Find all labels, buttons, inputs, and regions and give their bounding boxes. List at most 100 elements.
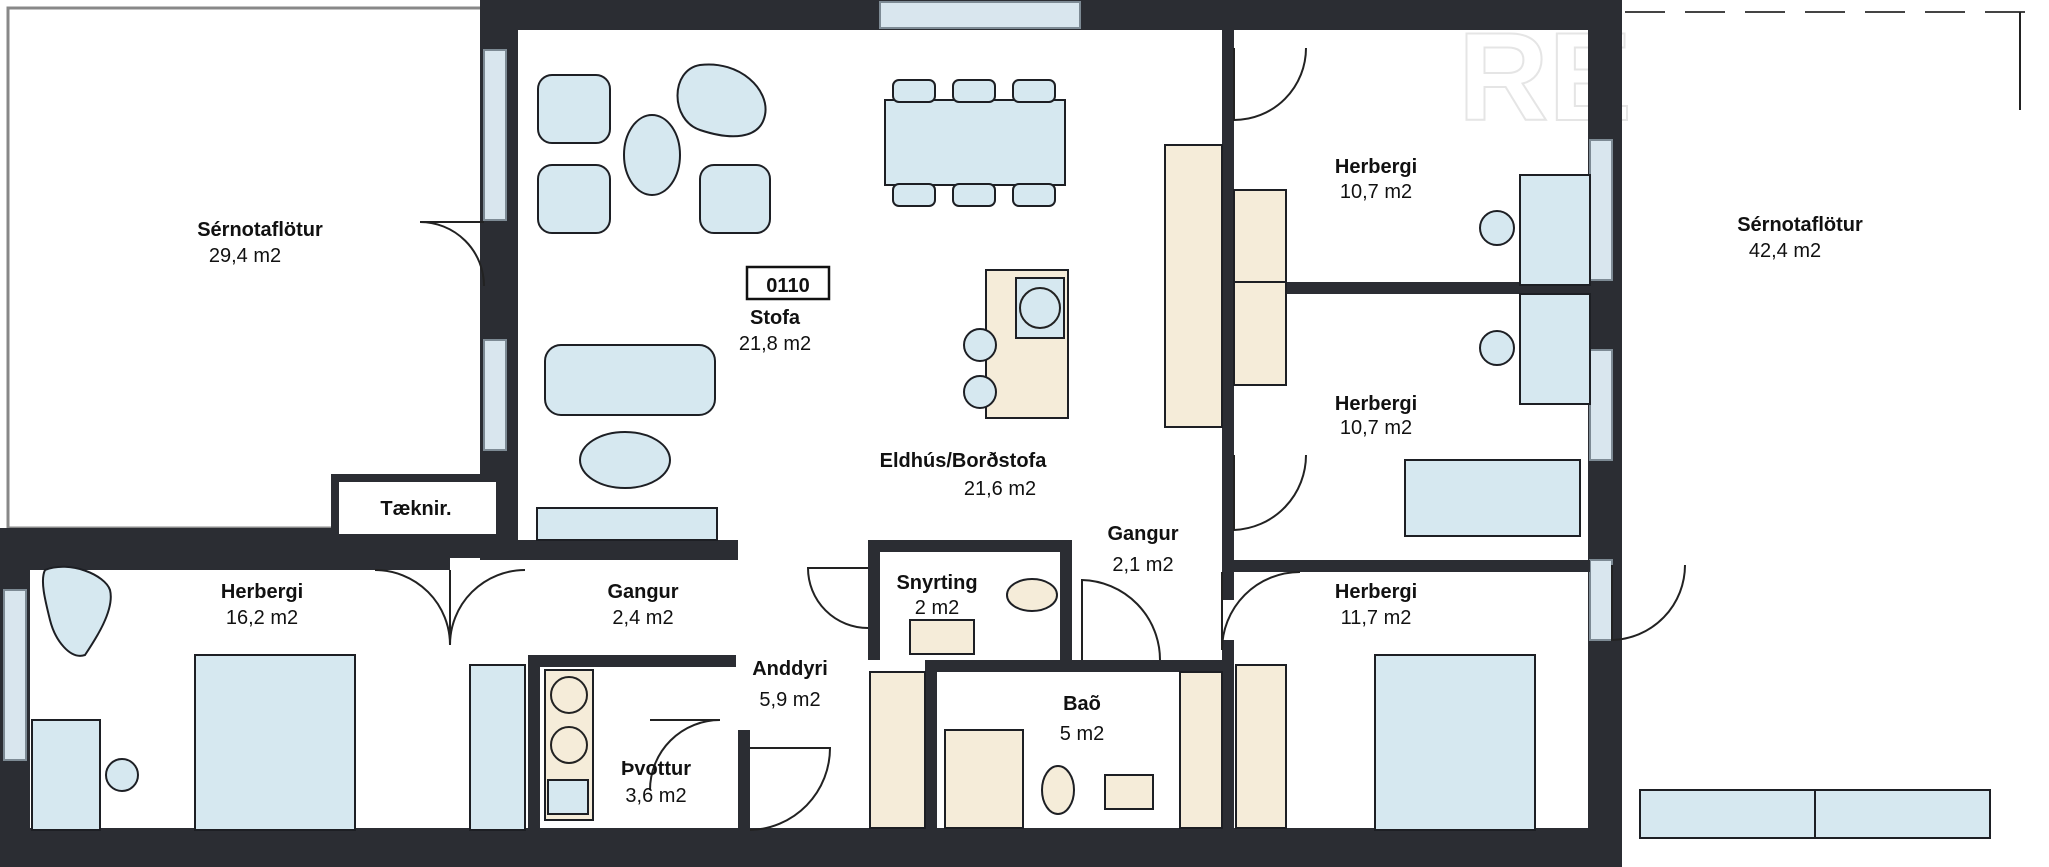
chair xyxy=(41,565,112,657)
bar-stool xyxy=(963,328,997,362)
door-terrace-right xyxy=(1611,564,1686,642)
armchair xyxy=(699,164,771,234)
room-area: 42,4 m2 xyxy=(1749,240,1821,262)
room-name: Herbergi xyxy=(1335,156,1417,178)
bed-bedroom2 xyxy=(1404,459,1581,537)
wc-sink xyxy=(909,619,975,655)
technical-room xyxy=(331,474,504,542)
wardrobe xyxy=(1235,664,1287,829)
plant xyxy=(1479,330,1515,366)
dining-chair xyxy=(1012,183,1056,207)
shower xyxy=(944,729,1024,829)
double-bed xyxy=(1374,654,1536,831)
dining-table xyxy=(884,99,1066,186)
room-name: Gangur xyxy=(1107,523,1178,545)
tv-unit xyxy=(536,507,718,541)
bath-vanity xyxy=(1179,671,1223,829)
room-name: Gangur xyxy=(607,581,678,603)
plant xyxy=(1479,210,1515,246)
kitchen-counter xyxy=(1164,144,1223,428)
window-bedroom-left xyxy=(3,589,27,761)
door-hall-left xyxy=(449,569,526,646)
door-bedroom-left xyxy=(374,569,451,646)
unit-code-box xyxy=(745,265,831,301)
room-area: 21,6 m2 xyxy=(964,478,1036,500)
wardrobe xyxy=(1233,189,1287,283)
room-name: Stofa xyxy=(750,307,801,329)
desk xyxy=(31,719,101,831)
room-name: Sérnotaflötur xyxy=(197,219,323,241)
dining-chair xyxy=(1012,79,1056,103)
dining-chair xyxy=(952,79,996,103)
wall-living-bottom xyxy=(518,540,738,560)
door-bedroom3 xyxy=(1221,571,1301,651)
room-name: Anddyri xyxy=(752,658,828,680)
wall-bedroom2-bottom xyxy=(1234,560,1590,572)
dining-chair xyxy=(892,183,936,207)
toilet xyxy=(1006,578,1058,612)
wall-wc-left xyxy=(868,540,880,660)
room-name: Herbergi xyxy=(221,581,303,603)
room-area: 2 m2 xyxy=(915,597,959,619)
room-area: 5 m2 xyxy=(1060,723,1104,745)
dining-chair xyxy=(892,79,936,103)
side-table xyxy=(676,63,767,138)
wall-entrance-right xyxy=(738,730,750,828)
door-entrance xyxy=(749,747,832,831)
wall-wc-top xyxy=(868,540,1072,552)
double-bed xyxy=(194,654,356,831)
window-bedroom-right-1 xyxy=(1589,139,1613,281)
room-area: 2,1 m2 xyxy=(1112,554,1173,576)
left-terrace-area xyxy=(6,6,490,530)
room-name: Snyrting xyxy=(896,572,977,594)
window-bedroom-right-2 xyxy=(1589,349,1613,461)
armchair xyxy=(537,164,611,234)
wall-hall-top xyxy=(30,558,450,570)
washer-drum xyxy=(550,676,588,714)
bed xyxy=(1519,293,1591,405)
bath-sink xyxy=(1104,774,1154,810)
cooktop-burner xyxy=(1019,287,1061,329)
terrace-bench xyxy=(1639,789,1816,839)
room-name: Herbergi xyxy=(1335,581,1417,603)
room-area: 5,9 m2 xyxy=(759,689,820,711)
door-bedroom1 xyxy=(1233,47,1307,122)
wall-laundry-left xyxy=(528,655,540,828)
room-area: 10,7 m2 xyxy=(1340,417,1412,439)
door-bedroom2 xyxy=(1233,454,1308,532)
wall-wc-right xyxy=(1060,540,1072,660)
room-area: 3,6 m2 xyxy=(625,785,686,807)
room-area: 21,8 m2 xyxy=(739,333,811,355)
dining-chair xyxy=(952,183,996,207)
window-bedroom-right-3 xyxy=(1589,559,1613,641)
outer-wall-bottom xyxy=(0,828,1622,867)
room-area: 29,4 m2 xyxy=(209,245,281,267)
bath-cabinet xyxy=(869,671,926,829)
coffee-table xyxy=(623,114,681,196)
door-laundry xyxy=(649,719,721,791)
room-name: Tæknir. xyxy=(380,498,451,520)
door-bath xyxy=(1081,578,1161,661)
door-wc xyxy=(806,567,869,629)
window-top xyxy=(879,1,1081,29)
wall-between-bedrooms xyxy=(1234,282,1590,294)
door-terrace-left xyxy=(419,221,485,287)
bath-toilet xyxy=(1041,765,1075,815)
wall-bath-right xyxy=(1222,640,1234,828)
room-name: Herbergi xyxy=(1335,393,1417,415)
laundry-sink xyxy=(547,779,589,815)
armchair xyxy=(537,74,611,144)
window-living-left-1 xyxy=(483,49,507,221)
wall-bedroom3-left xyxy=(1222,560,1234,600)
right-terrace-area xyxy=(1622,10,2042,848)
bar-stool xyxy=(963,375,997,409)
wardrobe xyxy=(469,664,526,831)
sofa xyxy=(544,344,716,416)
room-name: Þvottur xyxy=(621,758,691,780)
room-area: 2,4 m2 xyxy=(612,607,673,629)
terrace-bench xyxy=(1814,789,1991,839)
room-name: Sérnotaflötur xyxy=(1737,214,1863,236)
unit-code: 0110 xyxy=(766,275,809,297)
room-name: Baõ xyxy=(1063,693,1101,715)
